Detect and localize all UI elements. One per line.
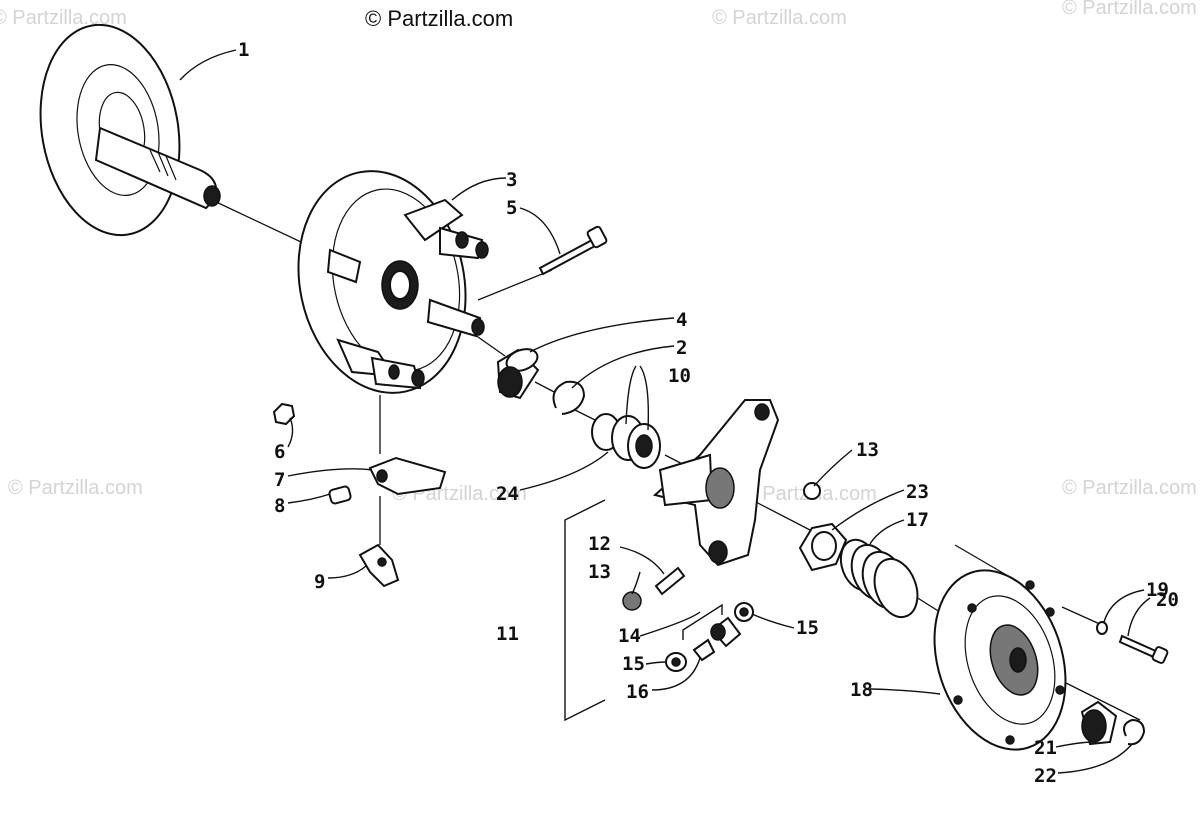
- callout-17: 17: [906, 509, 929, 531]
- part-20-screw: [1118, 634, 1169, 664]
- watermark-far-right: © Partzilla.com: [1062, 477, 1197, 499]
- callout-21: 21: [1034, 737, 1057, 759]
- callout-8: 8: [274, 495, 285, 517]
- part-21-bushing: [1080, 700, 1118, 746]
- part-2-snap-ring: [552, 380, 586, 415]
- part-14-group-bracket: [682, 603, 723, 640]
- watermark-top-mid: © Partzilla.com: [712, 7, 847, 29]
- callout-1: 1: [238, 39, 249, 61]
- callout-13-right: 13: [856, 439, 879, 461]
- watermark-top-right: © Partzilla.com: [1062, 0, 1197, 19]
- part-8-bushing: [328, 485, 352, 505]
- part-13-ball-left: [622, 591, 642, 611]
- part-23-nut: [798, 522, 848, 572]
- callout-5: 5: [506, 197, 517, 219]
- part-10-leader-a: [625, 365, 637, 425]
- callout-4: 4: [676, 309, 687, 331]
- callout-22: 22: [1034, 765, 1057, 787]
- callout-18: 18: [850, 679, 873, 701]
- part-11-group-bracket: [564, 499, 606, 722]
- part-19-washer: [1096, 621, 1108, 635]
- part-15-washer-left: [665, 652, 687, 672]
- callout-6: 6: [274, 441, 285, 463]
- part-22-snap-ring: [1123, 718, 1146, 746]
- watermark-mid-left: © Partzilla.com: [8, 477, 143, 499]
- callout-20: 20: [1156, 589, 1179, 611]
- part-10-spacers: [591, 413, 661, 469]
- part-1-fixed-sheave: [39, 23, 221, 237]
- callout-12: 12: [588, 533, 611, 555]
- callout-11: 11: [496, 623, 519, 645]
- callout-2: 2: [676, 337, 687, 359]
- part-9-clip: [358, 543, 400, 588]
- callout-7: 7: [274, 469, 285, 491]
- part-15-washer-right: [734, 602, 754, 622]
- part-14-roller: [710, 616, 742, 648]
- callout-23: 23: [906, 481, 929, 503]
- callout-24: 24: [496, 483, 519, 505]
- part-3-movable-sheave: [297, 170, 489, 394]
- copyright-notice: © Partzilla.com: [365, 6, 513, 31]
- callout-10: 10: [668, 365, 691, 387]
- callout-9: 9: [314, 571, 325, 593]
- part-6-nut: [272, 402, 296, 426]
- part-11-roller-arm: [652, 399, 780, 567]
- part-7-weight: [368, 456, 447, 496]
- watermark-top-left: © Partzilla.com: [0, 7, 127, 29]
- callout-3: 3: [506, 169, 517, 191]
- callout-15-left: 15: [622, 653, 645, 675]
- part-13-ball-right: [803, 482, 821, 500]
- callout-19: 19: [1146, 579, 1169, 601]
- callout-13-left: 13: [588, 561, 611, 583]
- part-18-spider-cover: [933, 569, 1067, 751]
- callout-16: 16: [626, 681, 649, 703]
- assembly-axis-lines: [211, 199, 1141, 721]
- part-16-pin: [692, 638, 716, 662]
- part-5-bolt: [538, 225, 608, 276]
- part-17-spring: [839, 538, 919, 619]
- callout-14: 14: [618, 625, 641, 647]
- callout-15-right: 15: [796, 617, 819, 639]
- part-10-leader-b: [639, 365, 649, 431]
- leader-lines: [179, 49, 1151, 774]
- part-4-bushing: [496, 348, 540, 400]
- part-12-pin: [654, 566, 686, 596]
